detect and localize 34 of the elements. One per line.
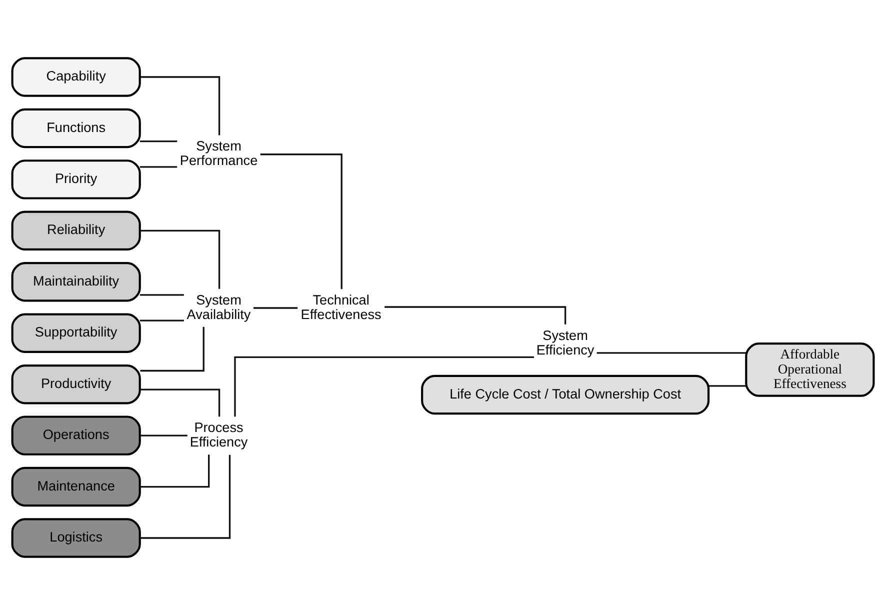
node-box: Reliability xyxy=(11,210,141,250)
connector xyxy=(140,454,210,488)
connector xyxy=(140,454,231,538)
connector xyxy=(253,306,298,308)
connector xyxy=(596,352,746,354)
connector xyxy=(140,166,178,168)
node-text: Technical Effectiveness xyxy=(300,292,382,322)
connector xyxy=(260,153,342,289)
connector xyxy=(140,319,184,321)
node-box: Logistics xyxy=(11,518,141,558)
connector xyxy=(140,140,178,142)
connector xyxy=(234,356,534,416)
node-text: System Efficiency xyxy=(536,327,594,357)
connector xyxy=(140,326,204,372)
node-box: Life Cycle Cost / Total Ownership Cost xyxy=(421,374,710,414)
node-box: Productivity xyxy=(11,364,141,404)
node-box: Maintenance xyxy=(11,466,141,506)
connector xyxy=(140,76,220,135)
node-box: Priority xyxy=(11,159,141,199)
connector xyxy=(384,306,566,324)
node-box: Capability xyxy=(11,56,141,96)
node-box: Functions xyxy=(11,108,141,148)
node-box: Operations xyxy=(11,415,141,455)
node-text: System Availability xyxy=(186,292,251,322)
node-text: Process Efficiency xyxy=(190,419,248,449)
node-box: Supportability xyxy=(11,312,141,352)
connector xyxy=(140,434,188,436)
connector xyxy=(708,384,746,386)
node-text: System Performance xyxy=(180,138,258,168)
connector xyxy=(140,388,220,416)
node-box: Affordable Operational Effectiveness xyxy=(745,342,875,396)
node-box: Maintainability xyxy=(11,262,141,302)
connector xyxy=(140,229,220,288)
connector xyxy=(140,294,184,296)
